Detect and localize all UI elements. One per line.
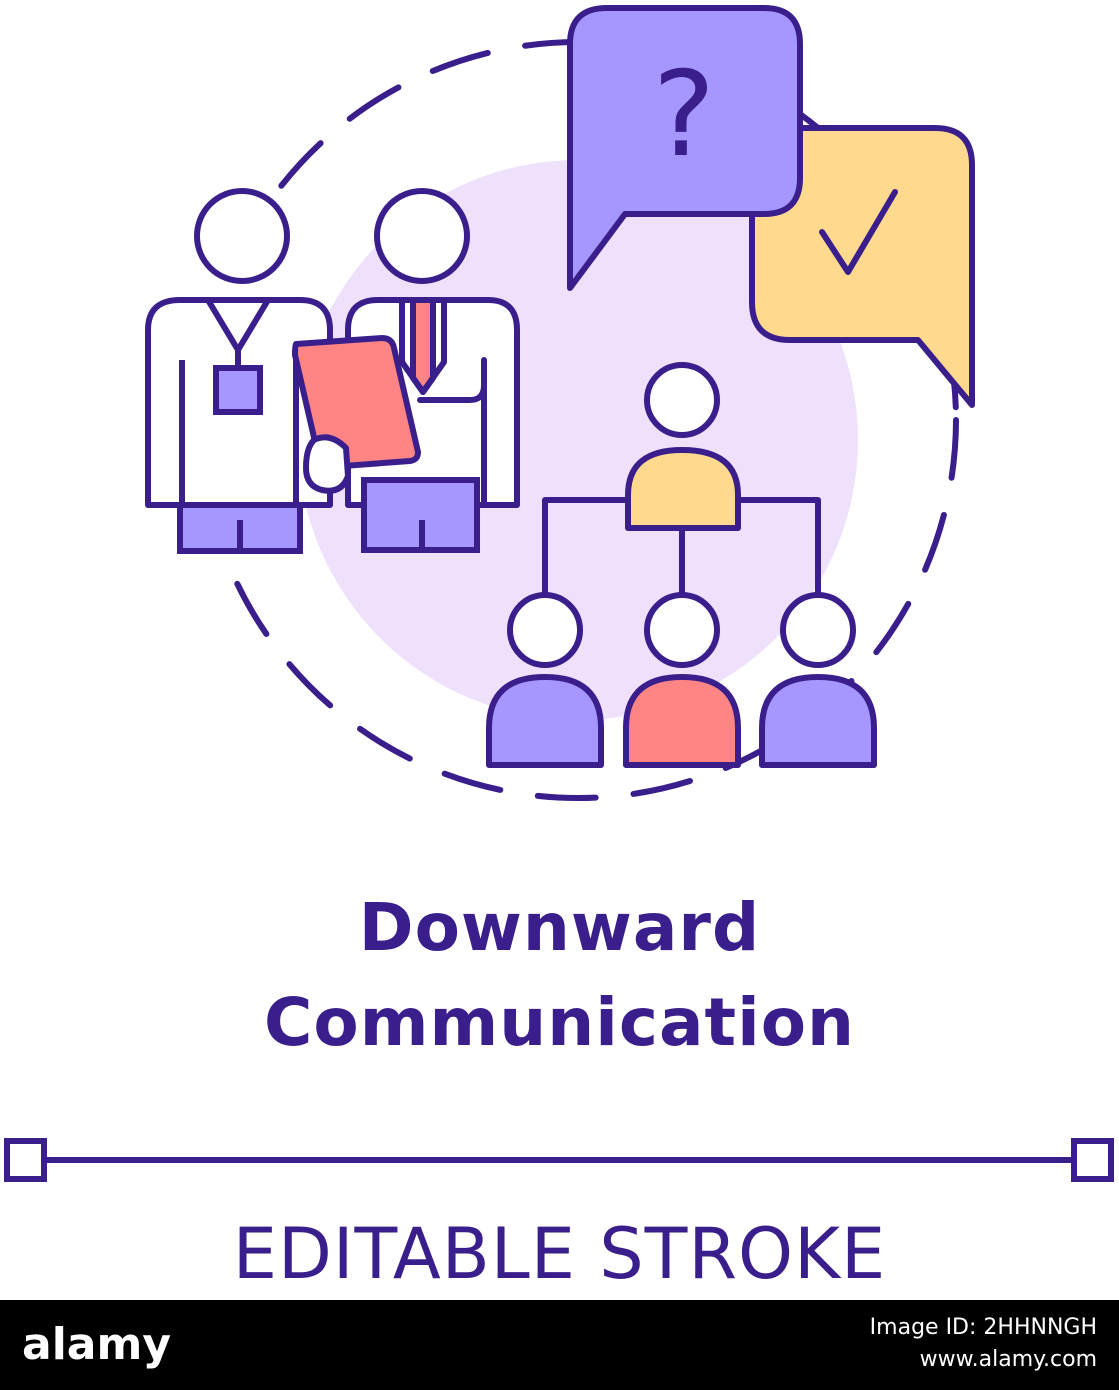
- image-id-text: Image ID: 2HHNNGH: [869, 1315, 1097, 1340]
- watermark-footer: [0, 1300, 1119, 1390]
- editable-stroke-line: [4, 1138, 1114, 1182]
- org-chart-member-right: [759, 592, 877, 768]
- stroke-handle-right: [1071, 1138, 1114, 1182]
- editable-stroke-label: EDITABLE STROKE: [232, 1213, 887, 1295]
- watermark-url: www.alamy.com: [919, 1347, 1097, 1372]
- org-chart-member-middle: [623, 592, 741, 768]
- stroke-handle-left: [4, 1138, 47, 1182]
- org-chart-member-left: [486, 592, 604, 768]
- id-badge-icon: [213, 365, 263, 415]
- downward-communication-illustration: ?: [145, 5, 975, 801]
- checkmark-icon: [819, 189, 898, 275]
- title-line-1: Downward: [358, 889, 761, 966]
- hand-icon: [303, 434, 351, 494]
- manager-with-badge-icon: [145, 188, 333, 554]
- title-line-2: Communication: [263, 984, 856, 1061]
- org-chart-icon: [486, 362, 877, 768]
- clipboard-icon: [292, 335, 421, 494]
- org-chart-leader: [625, 362, 741, 531]
- question-speech-bubble-icon: ?: [567, 5, 803, 291]
- watermark-logo: alamy: [22, 1319, 171, 1370]
- question-mark-icon: ?: [653, 45, 716, 183]
